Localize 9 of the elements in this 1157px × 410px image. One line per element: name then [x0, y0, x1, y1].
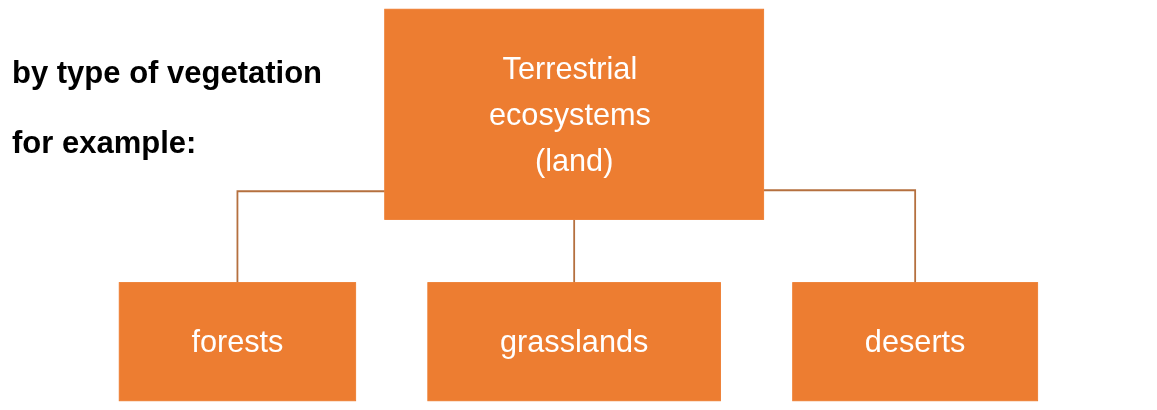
note-text: for example: [12, 125, 198, 161]
connector [236, 190, 386, 284]
note-text: by type of vegetation [12, 55, 324, 91]
node-box: Terrestrial ecosystems (land) [384, 8, 765, 220]
connector [573, 218, 576, 284]
node-box: forests [118, 282, 357, 402]
node-box: grasslands [427, 282, 722, 402]
node-box: deserts [792, 282, 1039, 402]
connector [762, 189, 917, 284]
